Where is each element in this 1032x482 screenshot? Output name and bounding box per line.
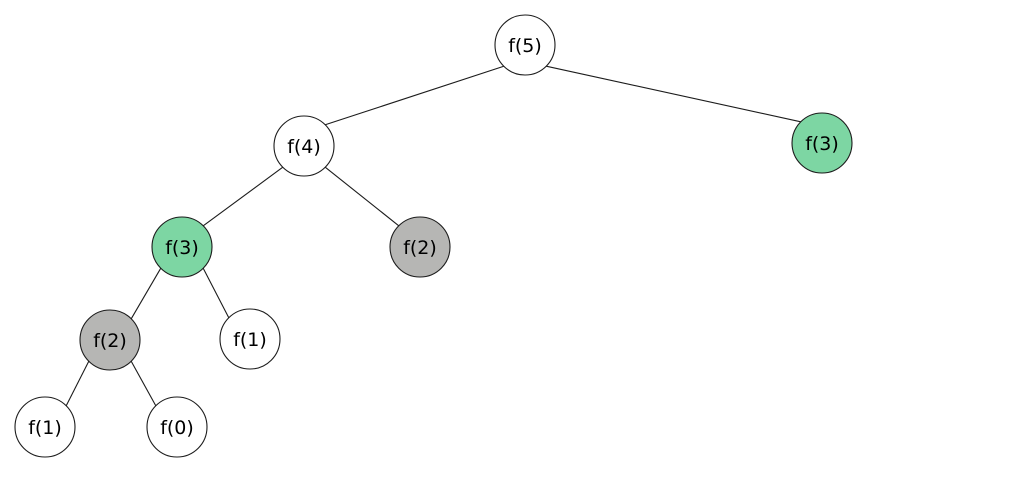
tree-node-f2l: f(2) — [79, 309, 141, 371]
node-circle-f3r — [791, 112, 853, 174]
tree-node-f3l: f(3) — [151, 216, 213, 278]
node-label-f0: f(0) — [160, 417, 194, 439]
node-label-f1m: f(1) — [233, 329, 267, 351]
edge-f2l-f1b — [65, 360, 90, 407]
node-label-f5: f(5) — [508, 35, 542, 57]
edge-f2l-f0 — [130, 360, 157, 407]
tree-node-f2r: f(2) — [389, 216, 451, 278]
edge-f3l-f2l — [130, 267, 162, 320]
node-label-f3r: f(3) — [805, 133, 839, 155]
tree-node-f4: f(4) — [273, 115, 335, 177]
node-circle-f2l — [79, 309, 141, 371]
node-label-f2r: f(2) — [403, 237, 437, 259]
node-circle-f5 — [494, 14, 556, 76]
node-circle-f3l — [151, 216, 213, 278]
edge-f4-f3l — [202, 166, 284, 227]
node-label-f4: f(4) — [287, 136, 321, 158]
node-circle-f0 — [146, 396, 208, 458]
node-label-f2l: f(2) — [93, 330, 127, 352]
tree-node-f1m: f(1) — [219, 308, 281, 370]
edge-f3l-f1m — [202, 267, 230, 319]
tree-node-f0: f(0) — [146, 396, 208, 458]
edge-f4-f2r — [324, 166, 400, 227]
node-circle-f1m — [219, 308, 281, 370]
node-label-f1b: f(1) — [28, 417, 62, 439]
edge-f5-f4 — [325, 65, 504, 126]
node-circle-f2r — [389, 216, 451, 278]
tree-node-f1b: f(1) — [14, 396, 76, 458]
edge-f5-f3r — [546, 65, 801, 123]
tree-node-f5: f(5) — [494, 14, 556, 76]
node-label-f3l: f(3) — [165, 237, 199, 259]
node-circle-f1b — [14, 396, 76, 458]
tree-node-f3r: f(3) — [791, 112, 853, 174]
node-circle-f4 — [273, 115, 335, 177]
